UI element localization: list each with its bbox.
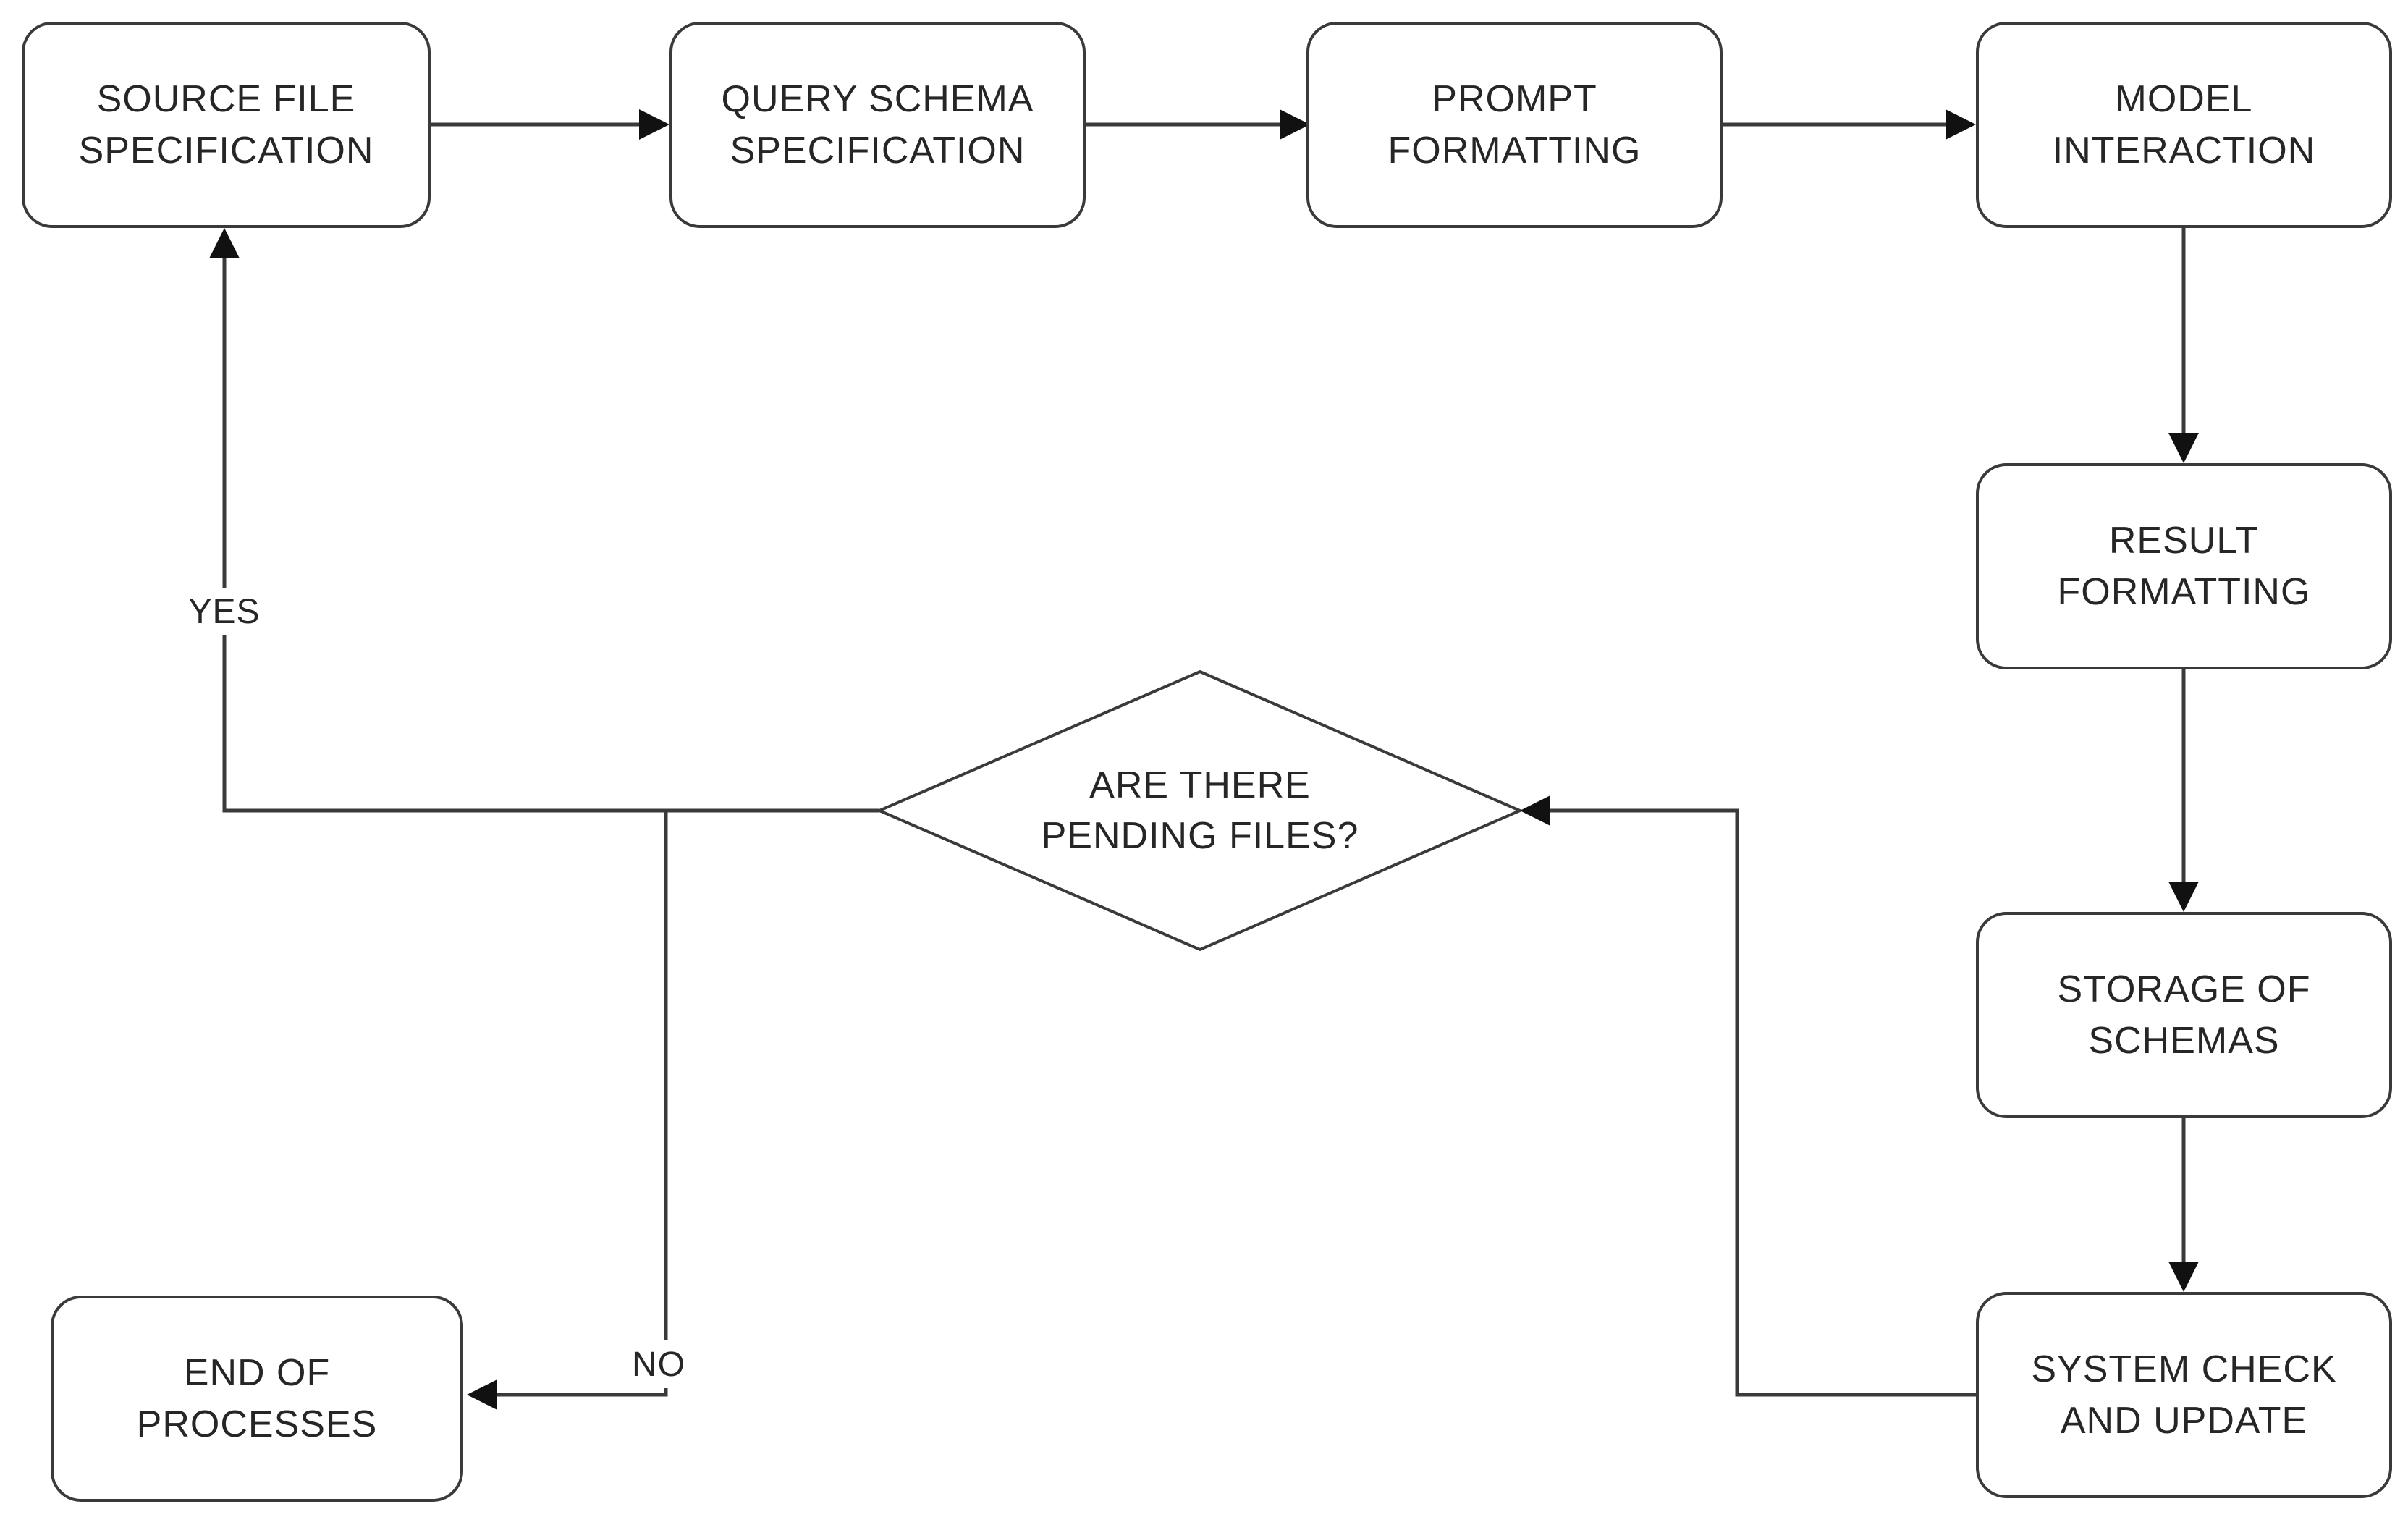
arrowhead-into-decision	[1520, 795, 1550, 826]
edge-decision-no-to-end	[483, 811, 668, 1397]
arrowhead-into-end-of-processes	[467, 1379, 497, 1410]
node-source-file-specification: SOURCE FILE SPECIFICATION	[22, 22, 431, 228]
edge-system-check-to-decision	[1536, 808, 1976, 1397]
arrowhead-into-model-interaction	[1946, 109, 1976, 140]
edge-label-no: NO	[599, 1340, 718, 1388]
node-prompt-formatting: PROMPT FORMATTING	[1306, 22, 1723, 228]
arrowhead-into-source-file	[209, 228, 240, 258]
node-system-check-and-update: SYSTEM CHECK AND UPDATE	[1976, 1292, 2392, 1498]
edge-decision-yes-to-source	[222, 244, 879, 813]
node-storage-of-schemas: STORAGE OF SCHEMAS	[1976, 912, 2392, 1118]
node-model-interaction: MODEL INTERACTION	[1976, 22, 2392, 228]
arrowhead-into-system-check	[2168, 1262, 2199, 1292]
arrowhead-into-result-formatting	[2168, 433, 2199, 463]
decision-diamond-shape	[875, 669, 1524, 952]
node-result-formatting: RESULT FORMATTING	[1976, 463, 2392, 669]
arrowhead-into-prompt-formatting	[1280, 109, 1310, 140]
arrowhead-into-query-schema	[639, 109, 669, 140]
arrowhead-into-storage-of-schemas	[2168, 882, 2199, 912]
node-query-schema-specification: QUERY SCHEMA SPECIFICATION	[669, 22, 1086, 228]
node-end-of-processes: END OF PROCESSES	[51, 1296, 463, 1502]
decision-pending-files-label: ARE THERE PENDING FILES?	[1041, 764, 1359, 857]
edge-label-yes: YES	[166, 588, 282, 635]
